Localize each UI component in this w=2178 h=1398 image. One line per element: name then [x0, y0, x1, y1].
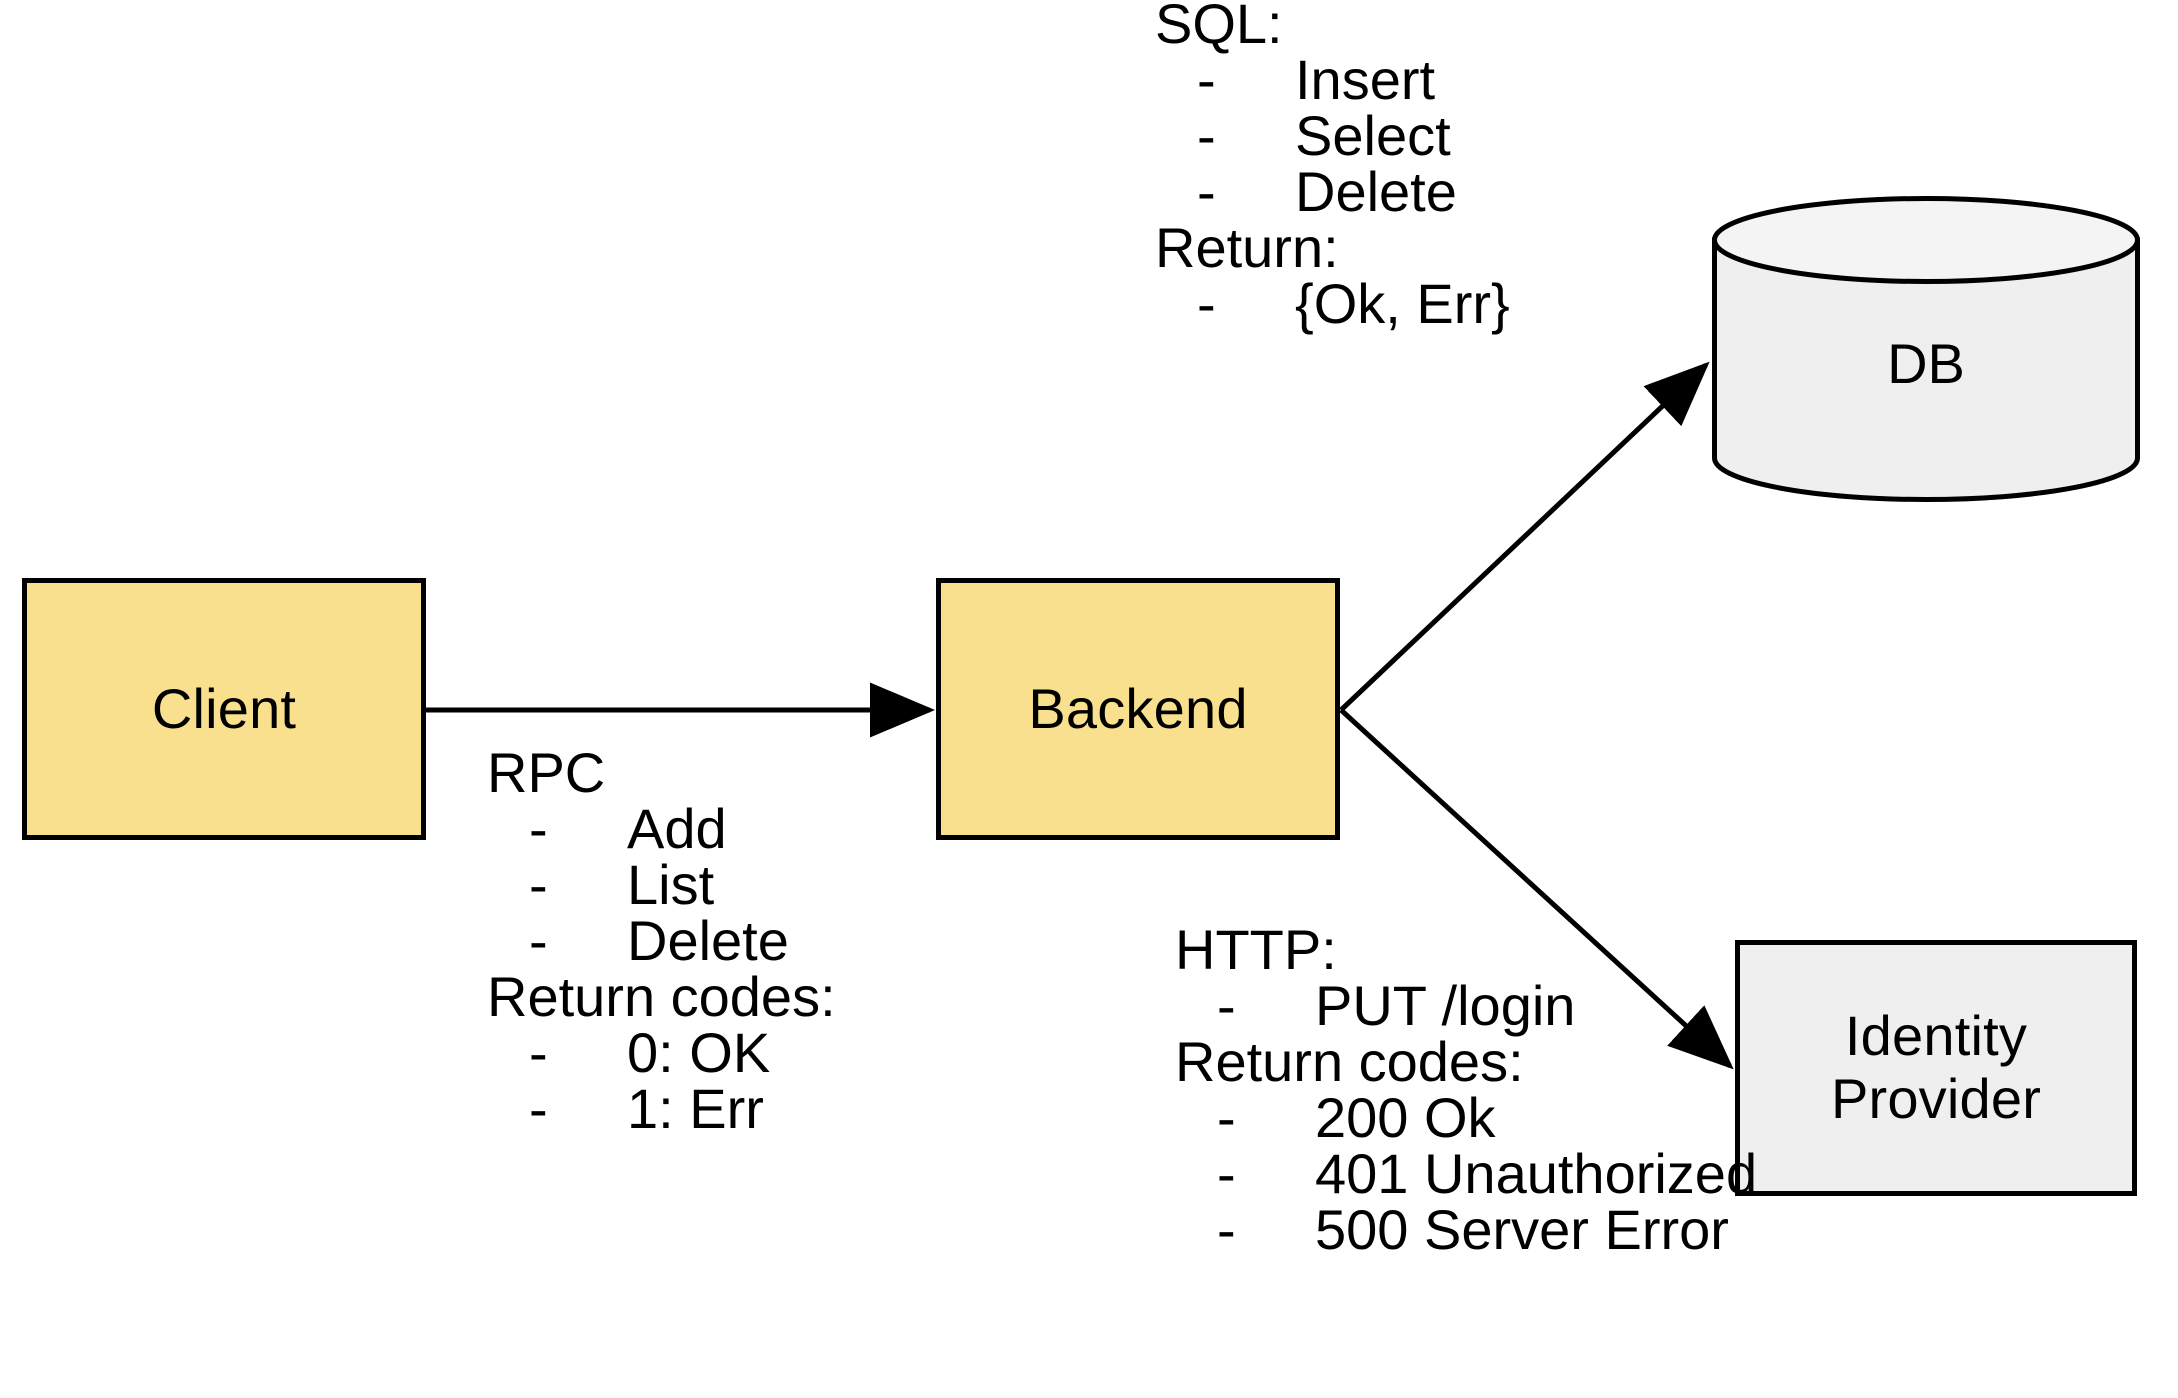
annotation-http-return-list: - 200 Ok - 401 Unauthorized - 500 Server… [1175, 1090, 1757, 1258]
list-item: - PUT /login [1175, 978, 1757, 1034]
list-item: - 500 Server Error [1175, 1202, 1757, 1258]
bullet-dash: - [1217, 1086, 1236, 1149]
list-item: - Insert [1155, 52, 1510, 108]
node-db-label: DB [1887, 331, 1965, 395]
annotation-sql-return-header: Return: [1155, 216, 1339, 279]
list-item-label: Delete [627, 909, 789, 972]
list-item-label: 500 Server Error [1315, 1198, 1729, 1261]
annotation-rpc-return-list: - 0: OK - 1: Err [487, 1025, 836, 1137]
annotation-rpc-return-header: Return codes: [487, 965, 836, 1028]
list-item: - Select [1155, 108, 1510, 164]
list-item-label: 1: Err [627, 1077, 764, 1140]
list-item-label: Delete [1295, 160, 1457, 223]
annotation-rpc-header: RPC [487, 741, 606, 804]
list-item-label: List [627, 853, 715, 916]
node-client-label: Client [151, 676, 297, 740]
list-item: - List [487, 857, 836, 913]
annotation-http-return-header: Return codes: [1175, 1030, 1524, 1093]
list-item-label: Add [627, 797, 727, 860]
bullet-dash: - [1217, 974, 1236, 1037]
list-item: - Delete [1155, 164, 1510, 220]
annotation-http-list: - PUT /login [1175, 978, 1757, 1034]
node-identity-provider[interactable]: Identity Provider [1735, 940, 2137, 1196]
bullet-dash: - [529, 1077, 548, 1140]
database-cylinder-icon [1712, 196, 2140, 502]
bullet-dash: - [1197, 160, 1216, 223]
node-client[interactable]: Client [22, 578, 426, 840]
node-db-label-wrap: DB [1712, 196, 2140, 502]
list-item-label: 0: OK [627, 1021, 771, 1084]
list-item-label: 401 Unauthorized [1315, 1142, 1758, 1205]
bullet-dash: - [1197, 272, 1216, 335]
list-item: - 200 Ok [1175, 1090, 1757, 1146]
annotation-http-header: HTTP: [1175, 918, 1337, 981]
annotation-sql-return-list: - {Ok, Err} [1155, 276, 1510, 332]
annotation-rpc: RPC - Add - List - Delete Return codes: … [487, 745, 836, 1137]
list-item: - Add [487, 801, 836, 857]
node-backend[interactable]: Backend [936, 578, 1340, 840]
edge-backend-db [1339, 361, 1710, 712]
annotation-rpc-list: - Add - List - Delete [487, 801, 836, 969]
list-item-label: PUT /login [1315, 974, 1576, 1037]
node-idp-label-line2: Provider [1830, 1067, 2042, 1130]
bullet-dash: - [1217, 1142, 1236, 1205]
list-item: - Delete [487, 913, 836, 969]
node-db[interactable]: DB [1712, 196, 2140, 502]
bullet-dash: - [1197, 104, 1216, 167]
list-item-label: {Ok, Err} [1295, 272, 1510, 335]
list-item-label: 200 Ok [1315, 1086, 1496, 1149]
annotation-sql-list: - Insert - Select - Delete [1155, 52, 1510, 220]
annotation-http: HTTP: - PUT /login Return codes: - 200 O… [1175, 922, 1757, 1258]
annotation-sql-header: SQL: [1155, 0, 1283, 55]
bullet-dash: - [1217, 1198, 1236, 1261]
list-item-label: Insert [1295, 48, 1436, 111]
bullet-dash: - [529, 797, 548, 860]
bullet-dash: - [529, 853, 548, 916]
list-item: - 1: Err [487, 1081, 836, 1137]
list-item: - {Ok, Err} [1155, 276, 1510, 332]
list-item-label: Select [1295, 104, 1451, 167]
node-backend-label: Backend [1028, 676, 1248, 740]
annotation-sql: SQL: - Insert - Select - Delete Return: … [1155, 0, 1510, 332]
node-idp-label-line1: Identity [1844, 1004, 2028, 1068]
list-item: - 401 Unauthorized [1175, 1146, 1757, 1202]
node-identity-provider-label: Identity Provider [1830, 1004, 2042, 1130]
list-item: - 0: OK [487, 1025, 836, 1081]
bullet-dash: - [1197, 48, 1216, 111]
bullet-dash: - [529, 909, 548, 972]
bullet-dash: - [529, 1021, 548, 1084]
